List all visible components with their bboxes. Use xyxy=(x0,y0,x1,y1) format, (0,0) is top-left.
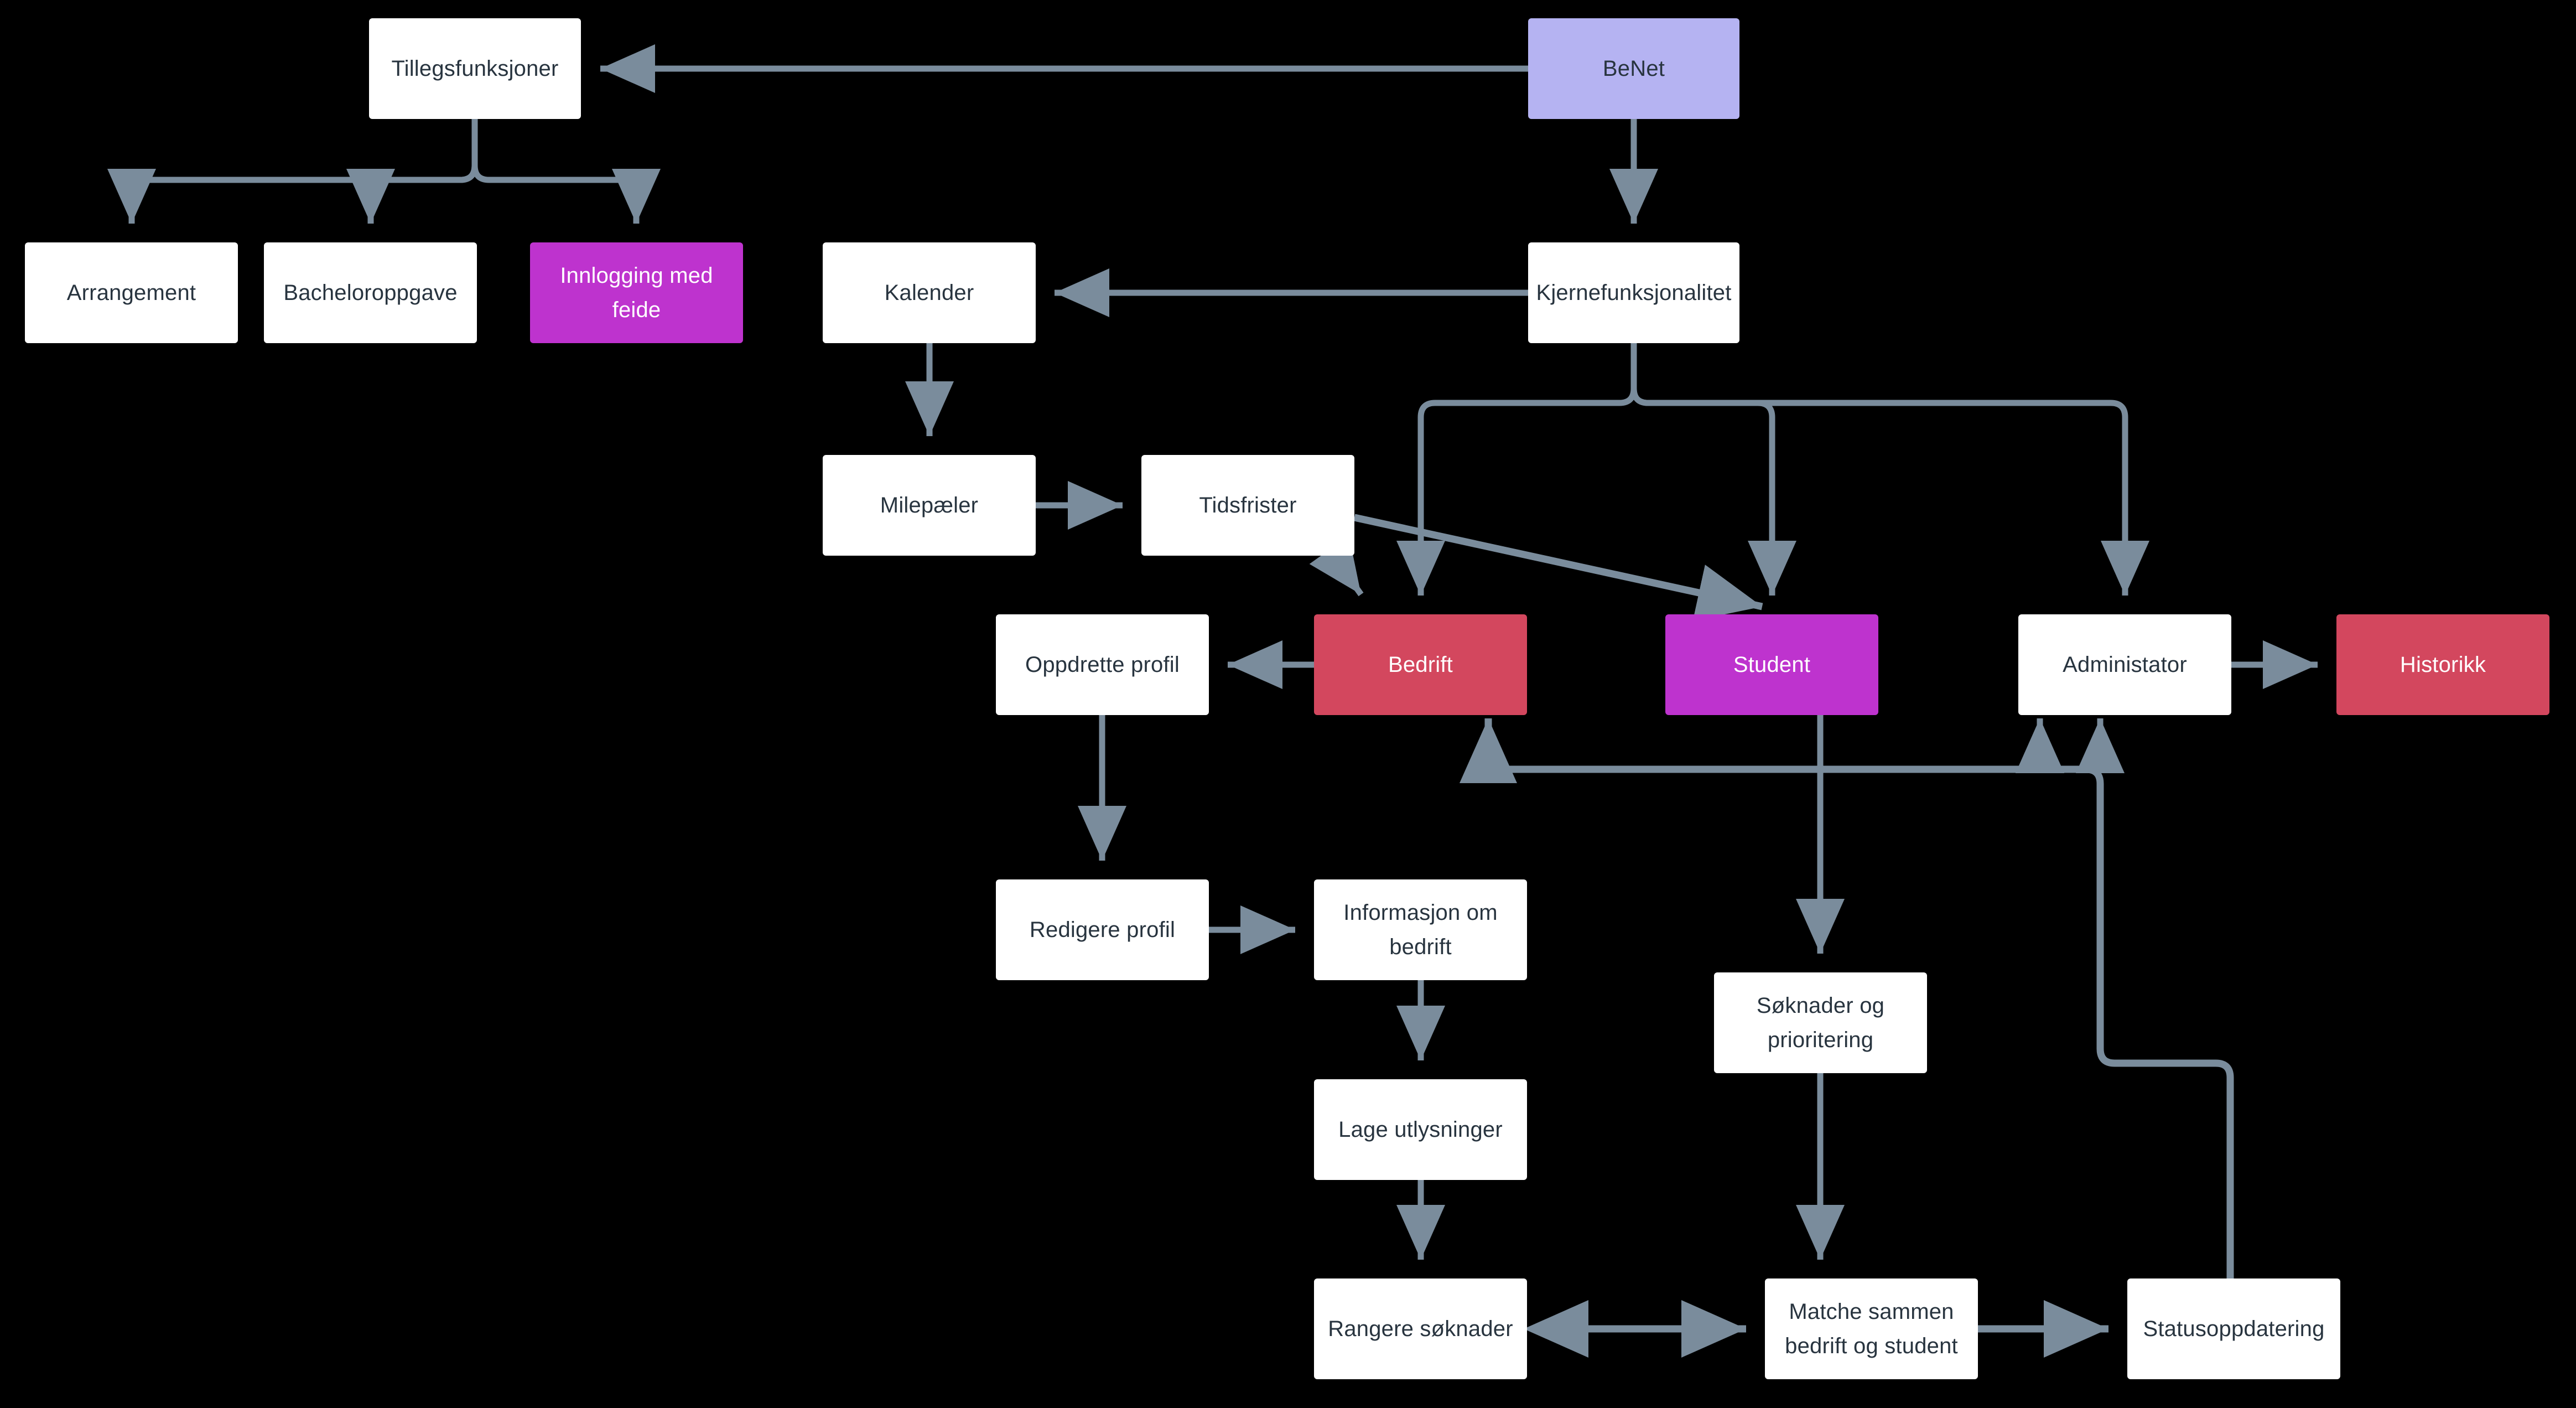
node-label: Bacheloroppgave xyxy=(283,281,458,305)
node-label: Søknader og prioritering xyxy=(1756,993,1885,1052)
node-label: Redigere profil xyxy=(1029,918,1176,942)
edge-tillegsfunksjoner-bacheloroppgave xyxy=(346,119,478,224)
node-statusoppdatering[interactable]: Statusoppdatering xyxy=(2127,1278,2340,1379)
edge-tillegsfunksjoner-innlogging xyxy=(471,119,661,224)
node-kjernefunksjonalitet[interactable]: Kjernefunksjonalitet xyxy=(1528,242,1739,343)
node-tidsfrister[interactable]: Tidsfrister xyxy=(1141,455,1354,556)
node-label: Student xyxy=(1733,653,1811,677)
node-historikk[interactable]: Historikk xyxy=(2336,614,2549,715)
node-soknader-og-prioritering[interactable]: Søknader og prioritering xyxy=(1714,972,1927,1073)
node-label: Kalender xyxy=(884,281,974,305)
node-arrangement[interactable]: Arrangement xyxy=(25,242,238,343)
node-label: Rangere søknader xyxy=(1328,1317,1513,1341)
node-label: Oppdrette profil xyxy=(1025,653,1180,677)
node-label: Tidsfrister xyxy=(1199,493,1297,517)
edge-tillegsfunksjoner-arrangement xyxy=(107,119,478,224)
edge-kjernefunksjonalitet-administator xyxy=(1630,343,2149,596)
node-label: Bedrift xyxy=(1388,653,1453,677)
node-label: Matche sammen bedrift og student xyxy=(1785,1300,1958,1358)
node-label: Administator xyxy=(2063,653,2187,677)
edge-tidsfrister-bedrift xyxy=(1309,535,1364,597)
node-innlogging-med-feide[interactable]: Innlogging med feide xyxy=(530,242,743,343)
node-bacheloroppgave[interactable]: Bacheloroppgave xyxy=(264,242,477,343)
node-oppdrette-profil[interactable]: Oppdrette profil xyxy=(996,614,1209,715)
edge-kjernefunksjonalitet-student xyxy=(1630,343,1796,596)
node-tillegsfunksjoner[interactable]: Tillegsfunksjoner xyxy=(369,18,581,119)
node-label: Lage utlysninger xyxy=(1338,1117,1503,1142)
node-label: Statusoppdatering xyxy=(2143,1317,2325,1341)
node-benet[interactable]: BeNet xyxy=(1528,18,1739,119)
node-label: Informasjon om bedrift xyxy=(1343,900,1498,959)
node-label: Arrangement xyxy=(66,281,196,305)
node-informasjon-om-bedrift[interactable]: Informasjon om bedrift xyxy=(1314,879,1527,980)
node-label: Historikk xyxy=(2400,653,2486,677)
node-milepaeler[interactable]: Milepæler xyxy=(823,455,1036,556)
node-student[interactable]: Student xyxy=(1665,614,1878,715)
edge-tidsfrister-student xyxy=(1353,514,1763,621)
node-label: BeNet xyxy=(1602,56,1665,81)
edge-status-to-historikk xyxy=(2076,718,2125,773)
node-label: Tillegsfunksjoner xyxy=(391,56,559,81)
node-administator[interactable]: Administator xyxy=(2018,614,2231,715)
node-kalender[interactable]: Kalender xyxy=(823,242,1036,343)
node-rangere-soknader[interactable]: Rangere søknader xyxy=(1314,1278,1527,1379)
node-label: Kjernefunksjonalitet xyxy=(1536,281,1732,305)
node-bedrift[interactable]: Bedrift xyxy=(1314,614,1527,715)
edge-status-feedback-bus xyxy=(1460,718,2234,1278)
node-label: Innlogging med feide xyxy=(560,263,713,322)
node-redigere-profil[interactable]: Redigere profil xyxy=(996,879,1209,980)
node-label: Milepæler xyxy=(880,493,979,517)
node-lage-utlysninger[interactable]: Lage utlysninger xyxy=(1314,1079,1527,1180)
node-matche-sammen-bedrift-og-student[interactable]: Matche sammen bedrift og student xyxy=(1765,1278,1978,1379)
